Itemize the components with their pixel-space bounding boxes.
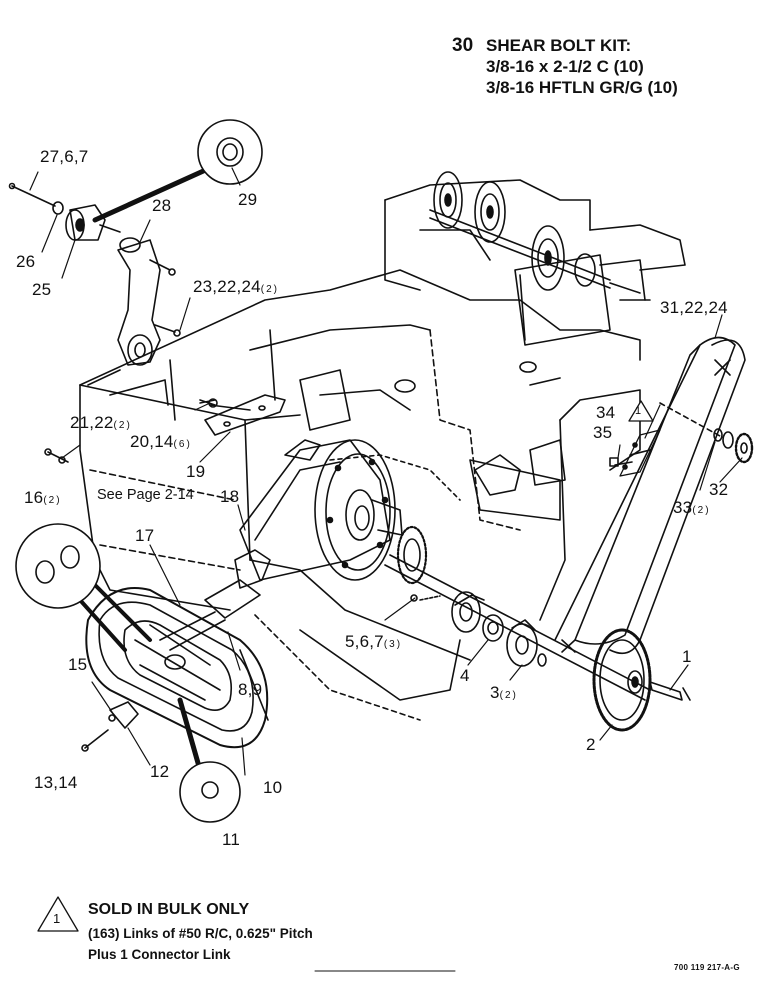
bearing-4 (482, 614, 504, 642)
see-page-reference: See Page 2-14 (97, 487, 194, 503)
document-id: 700 119 217-A-G (674, 963, 740, 972)
detail-bubble-11 (177, 697, 241, 823)
callout-28: 28 (152, 196, 172, 215)
detail-bubble-29 (92, 119, 263, 223)
upper-sprocket-3 (531, 225, 565, 291)
callout-1: 1 (682, 647, 692, 666)
callout-21: 21,22(2) (70, 413, 132, 432)
drive-wheel-10 (85, 587, 269, 749)
callout-27: 27,6,7 (40, 147, 89, 166)
callout-35: 35 (593, 423, 613, 442)
clip-12 (81, 701, 139, 752)
callout-23: 23,22,24(2) (193, 277, 280, 296)
bearing-flange-left (451, 591, 485, 633)
callout-12: 12 (150, 762, 170, 781)
callout-3: 3(2) (490, 683, 518, 702)
callout-15: 15 (68, 655, 88, 674)
callout-17: 17 (135, 526, 155, 545)
triangle-number-34: 1 (635, 405, 642, 417)
callout-32: 32 (709, 480, 729, 499)
callout-20: 20,14(6) (130, 432, 192, 451)
callout-31: 31,22,24 (660, 298, 728, 317)
callout-13: 13,14 (34, 773, 78, 792)
triangle-symbol-note (37, 896, 79, 932)
output-shaft-assembly (384, 525, 651, 701)
callout-33: 33(2) (673, 498, 711, 517)
idler-sprocket-assembly (609, 402, 754, 467)
kit-line-2: 3/8-16 HFTLN GR/G (10) (486, 78, 678, 97)
note-line-2: Plus 1 Connector Link (88, 947, 231, 962)
bearing-flange-3 (506, 619, 538, 667)
bolt-1 (649, 681, 691, 701)
gearbox (159, 439, 403, 651)
callout-29: 29 (238, 190, 258, 209)
drive-chain (554, 336, 746, 655)
note-title: SOLD IN BULK ONLY (88, 901, 250, 918)
shaft-sprocket-small (396, 525, 428, 585)
callout-8: 8,9 (238, 680, 263, 699)
shear-bolt-hub (8, 182, 121, 241)
callout-16: 16(2) (24, 488, 62, 507)
kit-item-number: 30 (452, 35, 474, 56)
callout-2: 2 (586, 735, 596, 754)
note-line-1: (163) Links of #50 R/C, 0.625" Pitch (88, 926, 313, 941)
callout-4: 4 (460, 666, 470, 685)
idler-sprocket (734, 432, 754, 464)
callout-5: 5,6,7(3) (345, 632, 403, 651)
upper-shaft-assembly (384, 171, 686, 346)
callout-11: 11 (222, 830, 241, 849)
triangle-symbol-34 (628, 400, 654, 422)
kit-title: SHEAR BOLT KIT: (486, 36, 632, 55)
bracket-19 (199, 394, 286, 436)
callout-25: 25 (32, 280, 52, 299)
kit-line-1: 3/8-16 x 2-1/2 C (10) (486, 57, 644, 76)
bolt-21 (44, 448, 69, 464)
callout-34: 34 (596, 403, 616, 422)
callout-19: 19 (186, 462, 206, 481)
callout-18: 18 (220, 487, 240, 506)
bolt-20 (199, 399, 216, 406)
callout-26: 26 (16, 252, 36, 271)
frame-housing (79, 269, 641, 721)
note-symbol-number: 1 (53, 911, 61, 926)
detail-bubble-16 (15, 523, 152, 652)
leader-lines (29, 167, 743, 776)
upper-sprocket-1 (433, 171, 463, 229)
arm-28 (87, 237, 181, 386)
callout-10: 10 (263, 778, 283, 797)
drive-sprocket-2 (592, 628, 652, 732)
